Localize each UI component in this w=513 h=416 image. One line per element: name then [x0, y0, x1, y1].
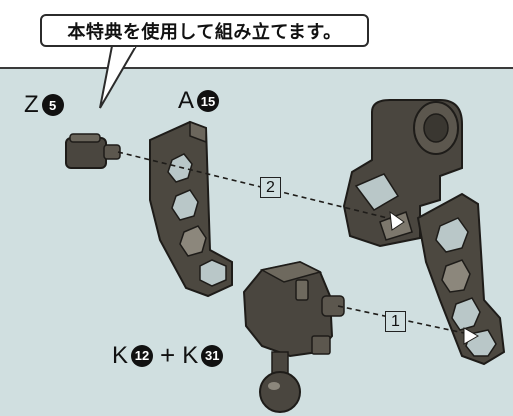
- guide-arrows: [389, 210, 480, 345]
- guide-line-step-1: [337, 305, 479, 337]
- label-part-a: A 15: [178, 87, 220, 115]
- part-z-connector: [65, 133, 121, 169]
- part-number-badge: 15: [197, 90, 220, 112]
- part-number-badge: 5: [41, 94, 64, 116]
- step-number: 2: [266, 178, 275, 196]
- part-letter: K: [112, 341, 129, 369]
- part-number-badge: 31: [201, 344, 224, 367]
- part-k-joint: [242, 260, 345, 413]
- step-2-marker: 2: [260, 177, 281, 198]
- label-part-z: Z 5: [24, 91, 64, 119]
- callout-text: 本特典を使用して組み立てます。: [67, 21, 342, 43]
- step-number: 1: [391, 312, 400, 330]
- callout-box: 本特典を使用して組み立てます。: [40, 14, 369, 47]
- plus-sign: +: [160, 340, 176, 370]
- callout-pointer: [99, 45, 138, 109]
- part-letter: A: [178, 87, 195, 114]
- part-letter: K: [182, 341, 199, 369]
- part-a-frame: [149, 120, 233, 298]
- label-part-k: K 12 + K 31: [112, 340, 224, 371]
- part-letter: Z: [24, 91, 39, 118]
- part-lower-frame: [416, 192, 506, 366]
- part-number-badge: 12: [131, 344, 154, 367]
- step-1-marker: 1: [385, 311, 406, 332]
